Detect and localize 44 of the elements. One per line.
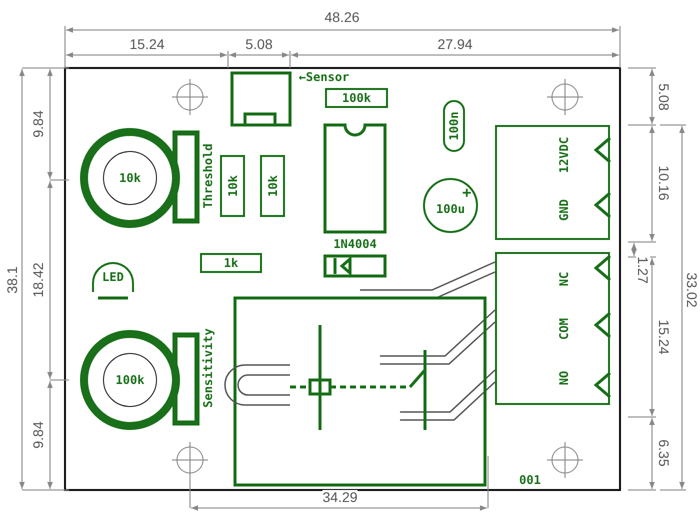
ic-outline — [324, 124, 386, 234]
dimension-label: 15.24 — [129, 37, 165, 51]
resistor — [220, 155, 245, 217]
silkscreen-label: Sensitivity — [202, 328, 214, 408]
component-value: 100u — [436, 202, 465, 214]
silkscreen-label: 1N4004 — [333, 238, 377, 250]
resistor — [260, 155, 285, 217]
dimension-label: 1.27 — [636, 256, 650, 284]
dimension-label: 10.16 — [657, 165, 671, 201]
component-value: 1k — [224, 257, 238, 269]
silkscreen-label: ←Sensor — [298, 71, 350, 83]
dimension-label: 5.08 — [245, 37, 273, 51]
terminal-label: NO — [558, 370, 570, 386]
resistor — [200, 253, 262, 273]
component-value: 100k — [342, 92, 371, 104]
terminal-label: GND — [558, 199, 570, 222]
terminal-label: NC — [558, 272, 570, 286]
component-value: 10k — [103, 151, 157, 205]
dimension-label: 9.84 — [31, 110, 45, 138]
component-value: LED — [102, 271, 124, 283]
screw-terminal — [495, 252, 610, 405]
dimension-label: 5.08 — [657, 83, 671, 111]
component-value: 10k — [266, 175, 278, 197]
dimension-label: 33.02 — [685, 272, 699, 308]
dimension-label: 6.35 — [657, 439, 671, 467]
silkscreen-label: 001 — [519, 474, 541, 486]
led-outline — [92, 262, 134, 292]
screw-terminal — [495, 125, 610, 240]
dimension-label: 15.24 — [657, 319, 671, 355]
capacitor — [443, 100, 465, 152]
dimension-label: 34.29 — [322, 490, 358, 504]
resistor — [325, 88, 388, 108]
dimension-label: 48.26 — [324, 10, 360, 24]
dimension-label: 18.42 — [31, 262, 45, 298]
dimension-label: 38.1 — [5, 266, 19, 294]
polarity-mark: + — [462, 186, 472, 201]
terminal-label: 12VDC — [558, 136, 570, 173]
terminal-label: COM — [558, 318, 570, 340]
component-value: 100n — [448, 112, 460, 140]
dimension-label: 9.84 — [31, 421, 45, 449]
silkscreen-label: Threshold — [202, 143, 214, 209]
component-value: 10k — [226, 175, 238, 197]
dimension-label: 27.94 — [437, 37, 473, 51]
component-value: 100k — [103, 353, 157, 407]
